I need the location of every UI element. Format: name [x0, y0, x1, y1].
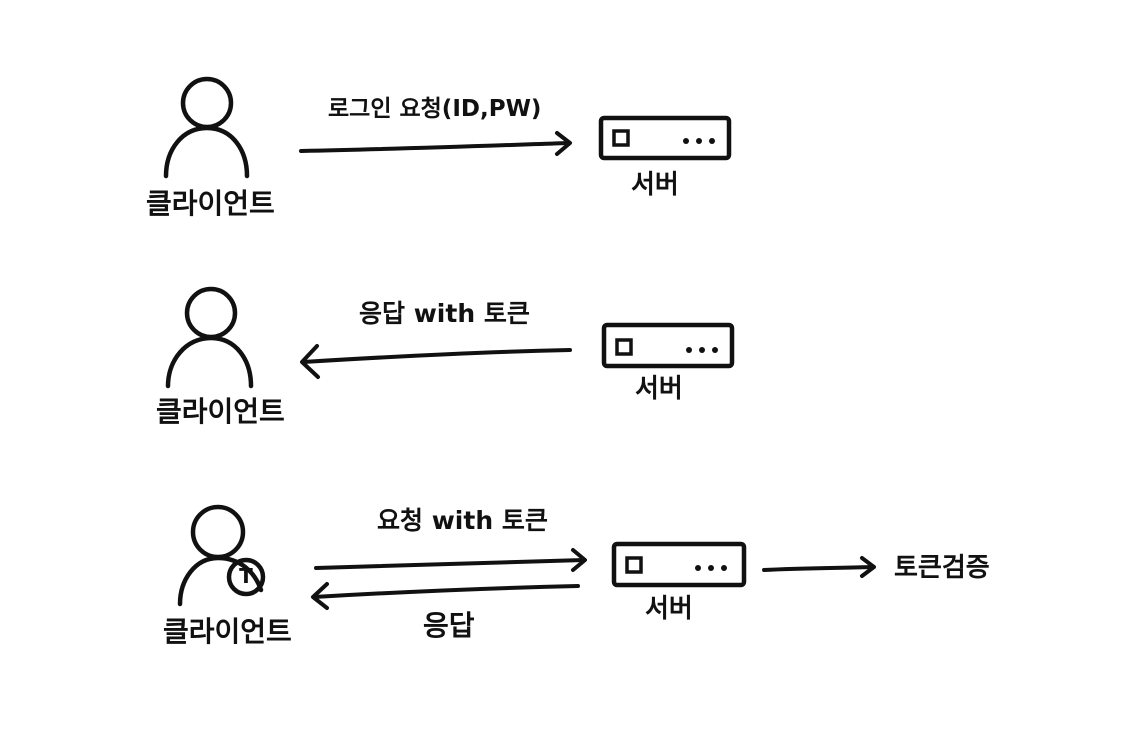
response-arrow-3-head — [311, 582, 329, 610]
server-dot-1c — [709, 138, 715, 144]
verify-arrow-line — [762, 565, 875, 572]
server-label-3: 서버 — [645, 594, 693, 624]
request-arrow-1-head — [555, 131, 572, 156]
verify-arrow-head — [860, 556, 876, 578]
server-indicator-3 — [625, 556, 643, 574]
client-figure-2 — [165, 286, 254, 389]
server-rect-3 — [611, 541, 747, 588]
request-arrow-1 — [299, 131, 572, 156]
server-dot-1b — [696, 138, 702, 144]
client-label-2: 클라이언트 — [156, 395, 285, 428]
server-dot-3c — [721, 565, 727, 571]
client-label-1: 클라이언트 — [146, 187, 275, 220]
client-figure-1 — [163, 76, 250, 179]
server-label-1: 서버 — [631, 170, 679, 200]
token-badge — [226, 557, 266, 597]
response-label-2: 응답 with 토큰 — [359, 299, 530, 328]
server-box-1 — [598, 115, 732, 161]
server-box-3 — [611, 541, 747, 588]
server-box-2 — [601, 322, 735, 369]
response-arrow-2-line — [301, 348, 572, 364]
server-indicator-2 — [615, 338, 633, 356]
server-dot-3b — [708, 565, 714, 571]
token-badge-label: T — [239, 564, 253, 588]
server-dot-2b — [699, 347, 705, 353]
request-label-1: 로그인 요청(ID,PW) — [328, 96, 542, 122]
response-arrow-2-head — [300, 344, 320, 379]
client-label-3: 클라이언트 — [163, 615, 292, 648]
client-head-1 — [180, 76, 234, 130]
server-rect-1 — [598, 115, 732, 161]
request-arrow-3-line — [314, 558, 586, 570]
server-indicator-1 — [612, 129, 630, 147]
client-body-1 — [163, 125, 250, 179]
response-arrow-3 — [311, 582, 580, 610]
verify-arrow — [762, 556, 876, 578]
request-arrow-1-line — [299, 141, 571, 153]
request-arrow-3 — [314, 548, 587, 572]
response-arrow-3-line — [312, 584, 580, 599]
client-body-2 — [165, 335, 254, 389]
client-head-3 — [190, 504, 246, 560]
client-body-3 — [177, 555, 264, 607]
server-dot-1a — [683, 138, 689, 144]
token-badge-circle — [226, 557, 266, 597]
response-arrow-2 — [300, 344, 572, 379]
request-arrow-3-head — [571, 548, 587, 572]
client-figure-3 — [177, 504, 264, 607]
client-head-2 — [184, 286, 238, 340]
request-label-3: 요청 with 토큰 — [377, 506, 548, 535]
server-rect-2 — [601, 322, 735, 369]
server-dot-2c — [712, 347, 718, 353]
response-label-3: 응답 — [423, 609, 475, 642]
server-dot-3a — [695, 565, 701, 571]
server-label-2: 서버 — [635, 374, 683, 404]
verify-label: 토큰검증 — [894, 553, 990, 583]
server-dot-2a — [686, 347, 692, 353]
